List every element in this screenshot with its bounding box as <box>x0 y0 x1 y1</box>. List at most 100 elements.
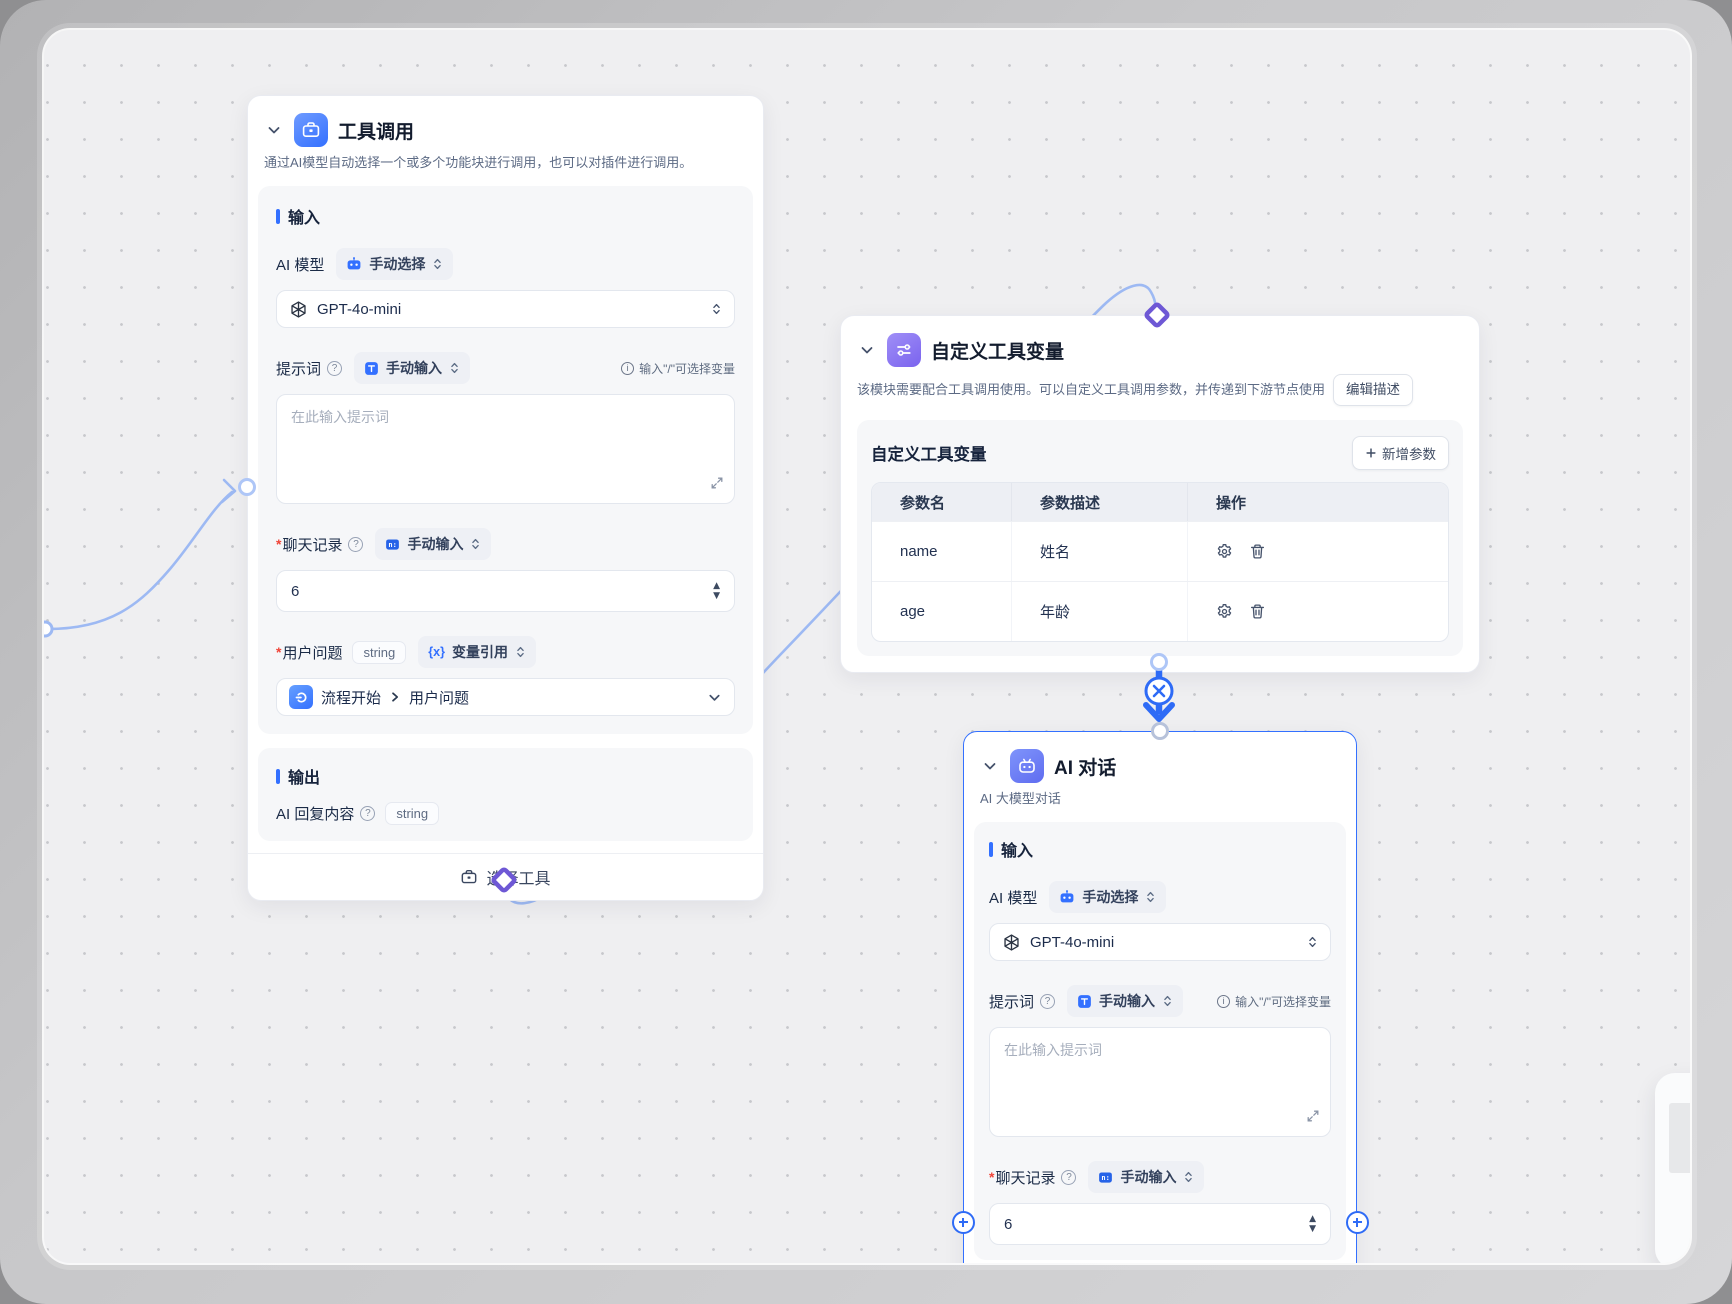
required-marker: * <box>276 536 282 552</box>
output-section: 输出 AI 回复内容 ? string <box>258 748 753 841</box>
add-param-label: 新增参数 <box>1382 447 1436 462</box>
chevron-updown-icon <box>515 645 526 659</box>
node-ai-chat[interactable]: AI 对话 AI 大模型对话 输入 AI 模型 手动选择 GPT-4o-mini <box>963 731 1357 1263</box>
prompt-textarea[interactable] <box>990 1028 1330 1136</box>
help-icon[interactable]: ? <box>360 806 376 821</box>
chevron-updown-icon <box>1307 935 1318 949</box>
edge-delete-button[interactable] <box>1144 676 1174 706</box>
model-mode-label: 手动选择 <box>369 256 426 272</box>
prompt-label: 提示词 <box>276 360 322 378</box>
edit-description-button[interactable]: 编辑描述 <box>1333 374 1414 406</box>
node-tool-call[interactable]: 工具调用 通过AI模型自动选择一个或多个功能块进行调用，也可以对插件进行调用。 … <box>247 95 764 901</box>
help-icon[interactable]: ? <box>327 360 343 376</box>
settings-icon[interactable] <box>1216 603 1233 620</box>
question-mode-badge[interactable]: {x} 变量引用 <box>418 636 536 668</box>
ref-field-name: 用户问题 <box>409 689 470 707</box>
select-tool-label: 选择工具 <box>486 871 551 888</box>
prompt-textarea[interactable] <box>277 395 734 503</box>
prompt-label: 提示词 <box>989 993 1035 1011</box>
collapse-button[interactable] <box>857 340 877 360</box>
aichat-right-plus-handle[interactable] <box>1346 1211 1369 1234</box>
number-stepper[interactable]: ▲▼ <box>1309 1214 1316 1234</box>
edge-arrowhead-icon <box>220 478 237 504</box>
table-row: name 姓名 <box>872 521 1448 581</box>
collapse-button[interactable] <box>264 120 284 140</box>
col-header-desc: 参数描述 <box>1012 483 1188 521</box>
help-icon[interactable]: ? <box>1040 993 1056 1009</box>
section-title: 输入 <box>288 210 321 227</box>
chevron-updown-icon <box>432 257 443 271</box>
model-mode-badge[interactable]: 手动选择 <box>1049 881 1167 913</box>
history-value-input[interactable] <box>291 582 635 600</box>
node-custom-tool-vars[interactable]: 自定义工具变量 该模块需要配合工具调用使用。可以自定义工具调用参数，并传递到下游… <box>840 315 1480 673</box>
model-select[interactable]: GPT-4o-mini <box>276 290 735 328</box>
prompt-textarea-wrap <box>276 394 735 504</box>
stepper-up-icon: ▲ <box>1309 1214 1316 1224</box>
section-title: 输入 <box>1001 843 1034 860</box>
history-mode-badge[interactable]: 手动输入 <box>1088 1161 1205 1193</box>
history-number-input: ▲▼ <box>989 1203 1331 1245</box>
settings-icon[interactable] <box>1216 543 1233 560</box>
history-label: 聊天记录 <box>282 536 343 554</box>
stepper-down-icon: ▼ <box>713 591 720 601</box>
history-label: 聊天记录 <box>995 1169 1056 1187</box>
custom-vars-node-icon <box>887 333 921 367</box>
chevron-updown-icon <box>1162 994 1173 1008</box>
aichat-left-plus-handle[interactable] <box>952 1211 975 1234</box>
question-label: 用户问题 <box>282 644 343 662</box>
node-description: 该模块需要配合工具调用使用。可以自定义工具调用参数，并传递到下游节点使用 <box>857 382 1326 397</box>
node-description: AI 大模型对话 <box>980 791 1061 806</box>
openai-icon <box>1002 933 1021 952</box>
prompt-mode-badge[interactable]: 手动输入 <box>354 352 471 384</box>
partial-node-placeholder <box>1669 1103 1690 1173</box>
model-mode-badge[interactable]: 手动选择 <box>336 248 454 280</box>
add-param-button[interactable]: 新增参数 <box>1352 436 1449 470</box>
robot-icon <box>1059 889 1075 905</box>
col-header-ops: 操作 <box>1216 494 1247 512</box>
question-mode-label: 变量引用 <box>451 644 508 660</box>
type-badge: string <box>385 802 440 825</box>
model-value: GPT-4o-mini <box>317 300 402 318</box>
node-title: 自定义工具变量 <box>931 341 1065 363</box>
history-mode-badge[interactable]: 手动输入 <box>375 528 492 560</box>
plus-icon <box>1365 447 1377 459</box>
trash-icon[interactable] <box>1249 543 1266 560</box>
node-description: 通过AI模型自动选择一个或多个功能块进行调用，也可以对插件进行调用。 <box>264 155 693 170</box>
history-mode-label: 手动输入 <box>407 536 464 552</box>
stepper-down-icon: ▼ <box>1309 1224 1316 1234</box>
chevron-down-icon <box>859 342 875 358</box>
table-row: age 年龄 <box>872 581 1448 641</box>
history-mode-label: 手动输入 <box>1120 1169 1177 1185</box>
chevron-updown-icon <box>470 537 481 551</box>
number-stepper[interactable]: ▲▼ <box>713 582 720 601</box>
model-select[interactable]: GPT-4o-mini <box>989 923 1331 961</box>
trash-icon[interactable] <box>1249 603 1266 620</box>
param-name: age <box>872 582 1012 641</box>
type-badge: string <box>352 640 407 664</box>
param-desc: 年龄 <box>1012 582 1188 641</box>
expand-icon[interactable] <box>1306 1109 1320 1128</box>
edge-start-to-tool-call <box>44 490 234 631</box>
chevron-down-icon <box>266 122 282 138</box>
chevron-updown-icon <box>1145 890 1156 904</box>
info-icon: i <box>621 361 635 375</box>
collapse-button[interactable] <box>980 756 1000 776</box>
edge-start-handle[interactable] <box>44 620 54 638</box>
help-icon[interactable]: ? <box>1061 1169 1077 1185</box>
question-reference-select[interactable]: 流程开始 用户问题 <box>276 678 735 716</box>
info-icon: i <box>1217 994 1231 1008</box>
flow-canvas[interactable]: 工具调用 通过AI模型自动选择一个或多个功能块进行调用，也可以对插件进行调用。 … <box>44 30 1690 1263</box>
prompt-mode-label: 手动输入 <box>1099 993 1156 1009</box>
help-icon[interactable]: ? <box>348 536 364 552</box>
expand-icon[interactable] <box>710 476 724 495</box>
params-table: 参数名 参数描述 操作 name 姓名 age 年龄 <box>871 482 1449 642</box>
select-tool-button[interactable]: 选择工具 <box>248 853 763 900</box>
prompt-mode-label: 手动输入 <box>386 360 443 376</box>
partial-node-card[interactable] <box>1655 1073 1690 1263</box>
prompt-mode-badge[interactable]: 手动输入 <box>1067 985 1184 1017</box>
history-value-input[interactable] <box>1004 1215 1254 1233</box>
param-desc: 姓名 <box>1012 522 1188 581</box>
